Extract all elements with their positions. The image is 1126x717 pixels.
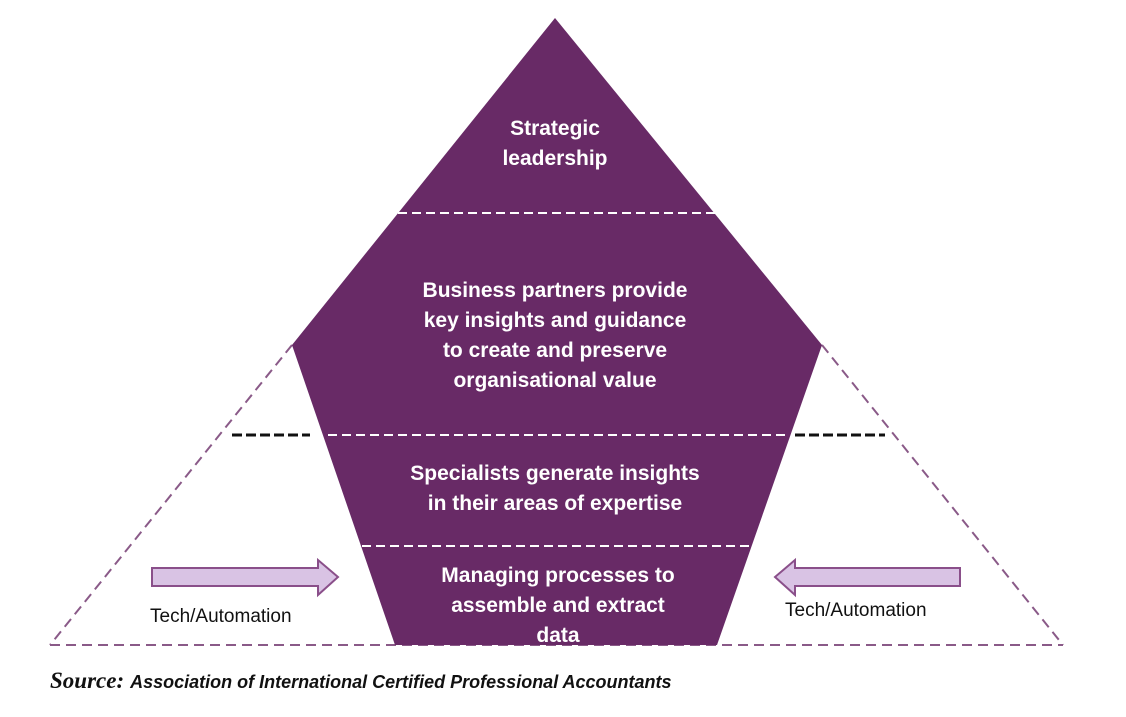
level-line: leadership [502, 147, 608, 170]
level-business-partners: Business partners provide key insights a… [355, 276, 755, 396]
level-line: Managing processes to [441, 564, 675, 587]
arrow-left-icon [773, 557, 961, 598]
level-managing-processes: Managing processes to assemble and extra… [378, 561, 738, 651]
arrow-right-icon [151, 557, 340, 598]
purple-pyramid-shape [292, 18, 822, 645]
level-line: key insights and guidance [423, 309, 687, 332]
level-line: assemble and extract [451, 594, 665, 617]
level-line: Strategic [510, 117, 600, 140]
tech-automation-right-label: Tech/Automation [785, 600, 927, 621]
level-line: in their areas of expertise [427, 492, 683, 515]
level-line: data [536, 624, 580, 647]
outer-dashed-left-edge [49, 344, 293, 646]
level-line: to create and preserve [442, 339, 668, 362]
level-line: Specialists generate insights [410, 462, 700, 485]
source-caption: Source:Association of International Cert… [50, 668, 672, 694]
level-specialists: Specialists generate insights in their a… [355, 459, 755, 519]
outer-dashed-right-edge [821, 344, 1064, 646]
level-strategic-leadership: Strategic leadership [455, 114, 655, 174]
level-line: organisational value [453, 369, 657, 392]
level-line: Business partners provide [422, 279, 688, 302]
source-prefix: Source: [50, 668, 125, 693]
tech-automation-left-label: Tech/Automation [150, 606, 292, 627]
source-text: Association of International Certified P… [130, 672, 672, 692]
